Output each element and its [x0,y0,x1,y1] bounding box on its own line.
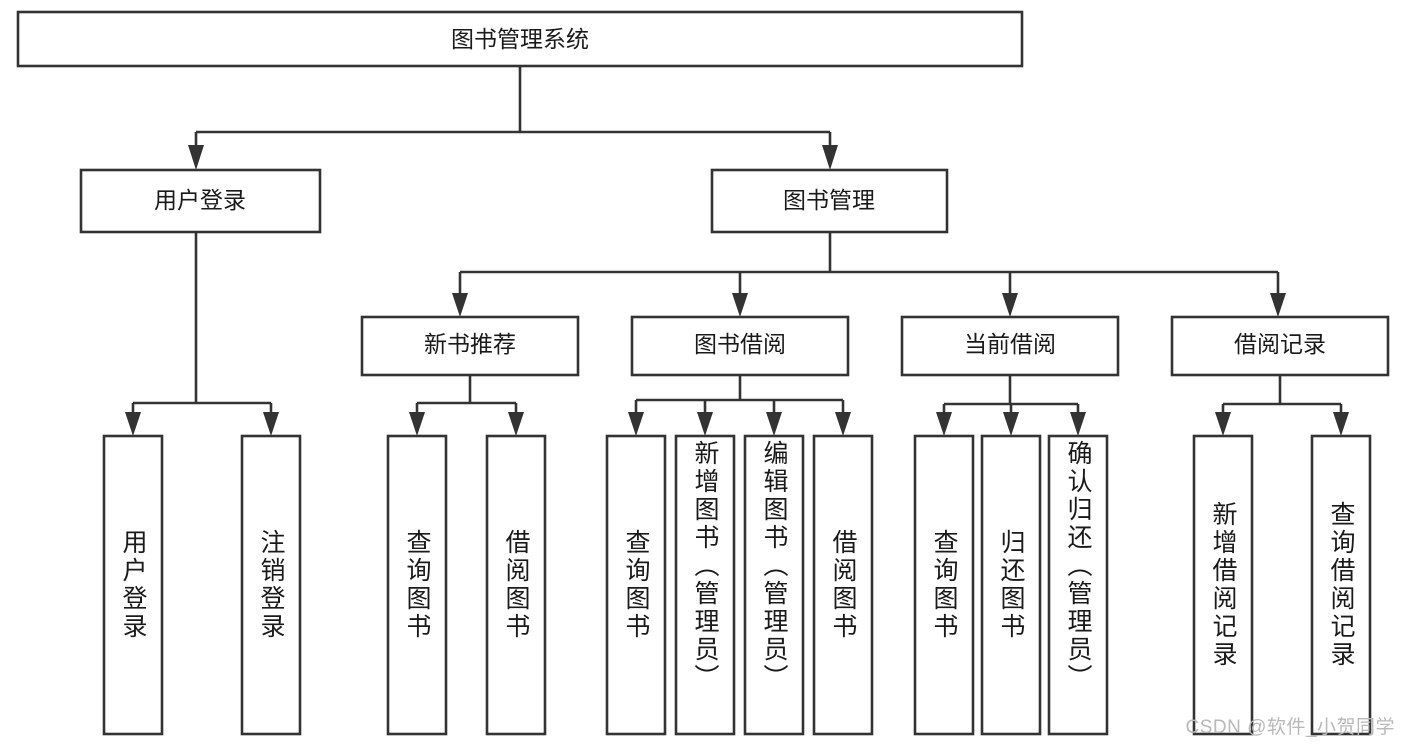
node-book-borrow-label: 图书借阅 [694,331,786,357]
arrow-leaf-borrow-book-1-icon [508,412,524,436]
arrow-leaf-add-record-icon [1215,412,1231,436]
node-borrow-record[interactable]: 借阅记录 [1170,315,1390,377]
node-book-borrow-box[interactable] [630,315,850,377]
arrow-leaf-query-book-1-icon [409,412,425,436]
arrow-leaf-return-book-icon [1003,412,1019,436]
node-user-login-box[interactable] [79,168,322,234]
node-book-borrow[interactable]: 图书借阅 [630,315,850,377]
arrow-leaf-borrow-book-2-icon [835,412,851,436]
node-root-box[interactable] [16,10,1024,68]
edge-group-new-book-rec-to-leaves [409,375,524,436]
node-leaf-query-book-1-box[interactable] [386,434,448,736]
node-leaf-confirm-return-box[interactable] [1047,434,1109,736]
node-leaf-add-book-box[interactable] [674,434,736,736]
node-leaf-return-book-box[interactable] [980,434,1042,736]
arrow-to-book-manage-icon [822,145,838,170]
node-user-login-label: 用户登录 [154,187,246,213]
arrow-leaf-query-record-icon [1333,412,1349,436]
node-book-manage[interactable]: 图书管理 [710,168,949,234]
node-borrow-record-label: 借阅记录 [1234,331,1326,357]
node-leaf-user-login-box[interactable] [102,434,164,736]
arrow-to-book-borrow-icon [732,293,748,317]
leaf-boxes [102,434,1372,736]
node-root[interactable]: 图书管理系统 [16,10,1024,68]
node-leaf-query-book-2-box[interactable] [605,434,667,736]
node-leaf-query-book-3-box[interactable] [913,434,975,736]
edge-group-current-borrow-to-leaves [936,375,1086,436]
node-leaf-edit-book-box[interactable] [743,434,805,736]
node-root-label: 图书管理系统 [451,26,589,52]
node-new-book-rec[interactable]: 新书推荐 [360,315,580,377]
arrow-leaf-user-login-icon [125,412,141,436]
watermark-label: CSDN @软件_小贺同学 [1185,717,1395,738]
edge-group-book-borrow-to-leaves [628,375,851,436]
node-new-book-rec-label: 新书推荐 [424,331,516,357]
node-leaf-query-record-box[interactable] [1310,434,1372,736]
arrow-leaf-confirm-return-icon [1070,412,1086,436]
arrow-leaf-query-book-2-icon [628,412,644,436]
node-leaf-borrow-book-1-box[interactable] [485,434,547,736]
node-new-book-rec-box[interactable] [360,315,580,377]
arrow-to-user-login-icon [188,145,204,170]
edge-group-user-login-to-leaves [125,232,279,436]
arrow-leaf-edit-book-icon [766,412,782,436]
arrow-to-new-book-rec-icon [452,293,468,317]
arrow-leaf-query-book-3-icon [936,412,952,436]
arrow-to-current-borrow-icon [1002,293,1018,317]
node-book-manage-label: 图书管理 [783,187,875,213]
arrow-leaf-logout-icon [263,412,279,436]
node-current-borrow-label: 当前借阅 [964,331,1056,357]
node-user-login[interactable]: 用户登录 [79,168,322,234]
node-leaf-add-record-box[interactable] [1192,434,1254,736]
node-current-borrow[interactable]: 当前借阅 [900,315,1120,377]
edge-group-book-manage-to-level3 [452,232,1286,317]
node-leaf-logout-box[interactable] [240,434,302,736]
node-book-manage-box[interactable] [710,168,949,234]
node-current-borrow-box[interactable] [900,315,1120,377]
arrow-leaf-add-book-icon [697,412,713,436]
node-leaf-borrow-book-2-box[interactable] [812,434,874,736]
node-borrow-record-box[interactable] [1170,315,1390,377]
edge-group-root-to-level2 [188,66,838,170]
arrow-to-borrow-record-icon [1270,293,1286,317]
edge-group-borrow-record-to-leaves [1215,375,1349,436]
